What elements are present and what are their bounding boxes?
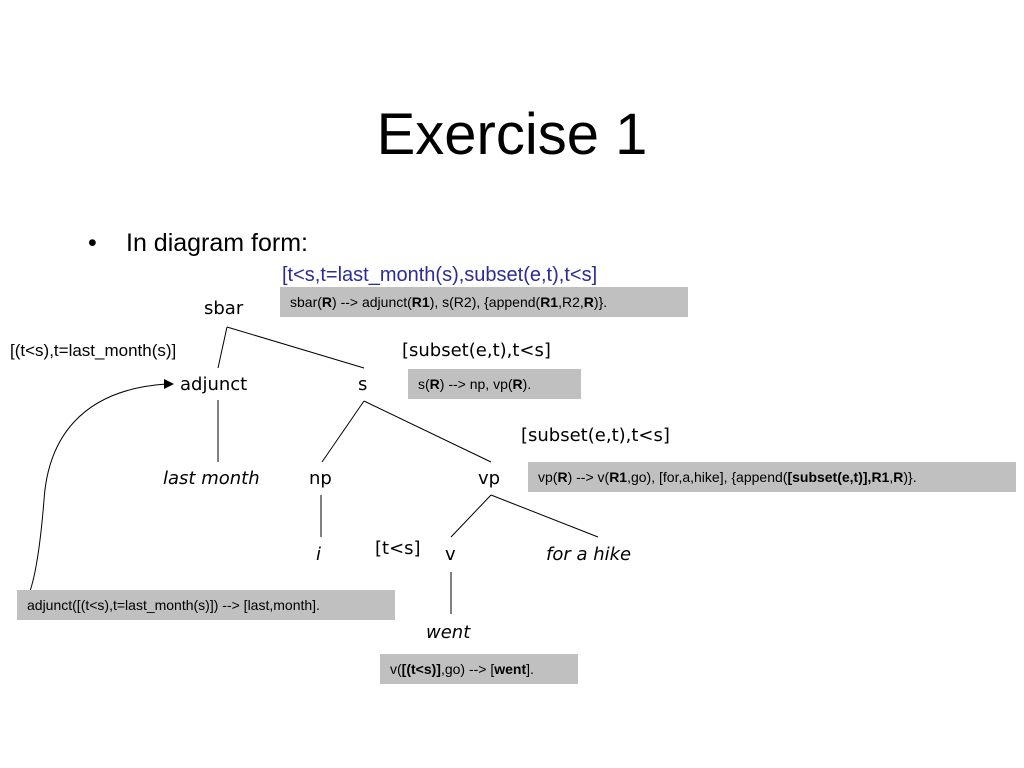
edge-vp-forahike	[490, 494, 599, 538]
node-went: went	[426, 622, 471, 643]
node-vp: vp	[478, 468, 501, 489]
bullet-text: In diagram form:	[126, 229, 309, 257]
annotation-v: [t<s]	[375, 538, 421, 559]
node-sbar: sbar	[204, 298, 244, 319]
edge-vp-v	[450, 494, 492, 538]
edge-sbar-adjunct	[217, 326, 228, 369]
annotation-s: [subset(e,t),t<s]	[402, 340, 551, 361]
annotation-adjunct: [(t<s),t=last_month(s)]	[10, 341, 177, 360]
node-s: s	[358, 374, 368, 395]
node-np: np	[309, 468, 332, 489]
rule-vp: vp(R) --> v(R1,go), [for,a,hike], {appen…	[528, 462, 1016, 492]
edge-s-np	[321, 400, 365, 463]
node-v: v	[445, 544, 456, 565]
rule-sbar: sbar(R) --> adjunct(R1), s(R2), {append(…	[280, 287, 688, 317]
edge-sbar-s	[226, 326, 365, 369]
top-semantics: [t<s,t=last_month(s),subset(e,t),t<s]	[282, 264, 598, 286]
rule-v: v([(t<s)],go) --> [went].	[380, 654, 578, 684]
rule-s: s(R) --> np, vp(R).	[408, 369, 581, 399]
edge-s-vp	[363, 400, 492, 463]
rule-adjunct: adjunct([(t<s),t=last_month(s)]) --> [la…	[17, 590, 395, 620]
annotation-vp: [subset(e,t),t<s]	[521, 425, 670, 446]
node-adjunct: adjunct	[180, 374, 248, 395]
arrow-head	[164, 379, 174, 389]
node-i: i	[316, 544, 322, 565]
slide-title: Exercise 1	[376, 102, 648, 167]
arrow-curve	[23, 383, 167, 605]
bullet-mark: •	[88, 229, 97, 257]
node-for-a-hike: for a hike	[546, 544, 632, 565]
node-last-month: last month	[163, 468, 260, 489]
